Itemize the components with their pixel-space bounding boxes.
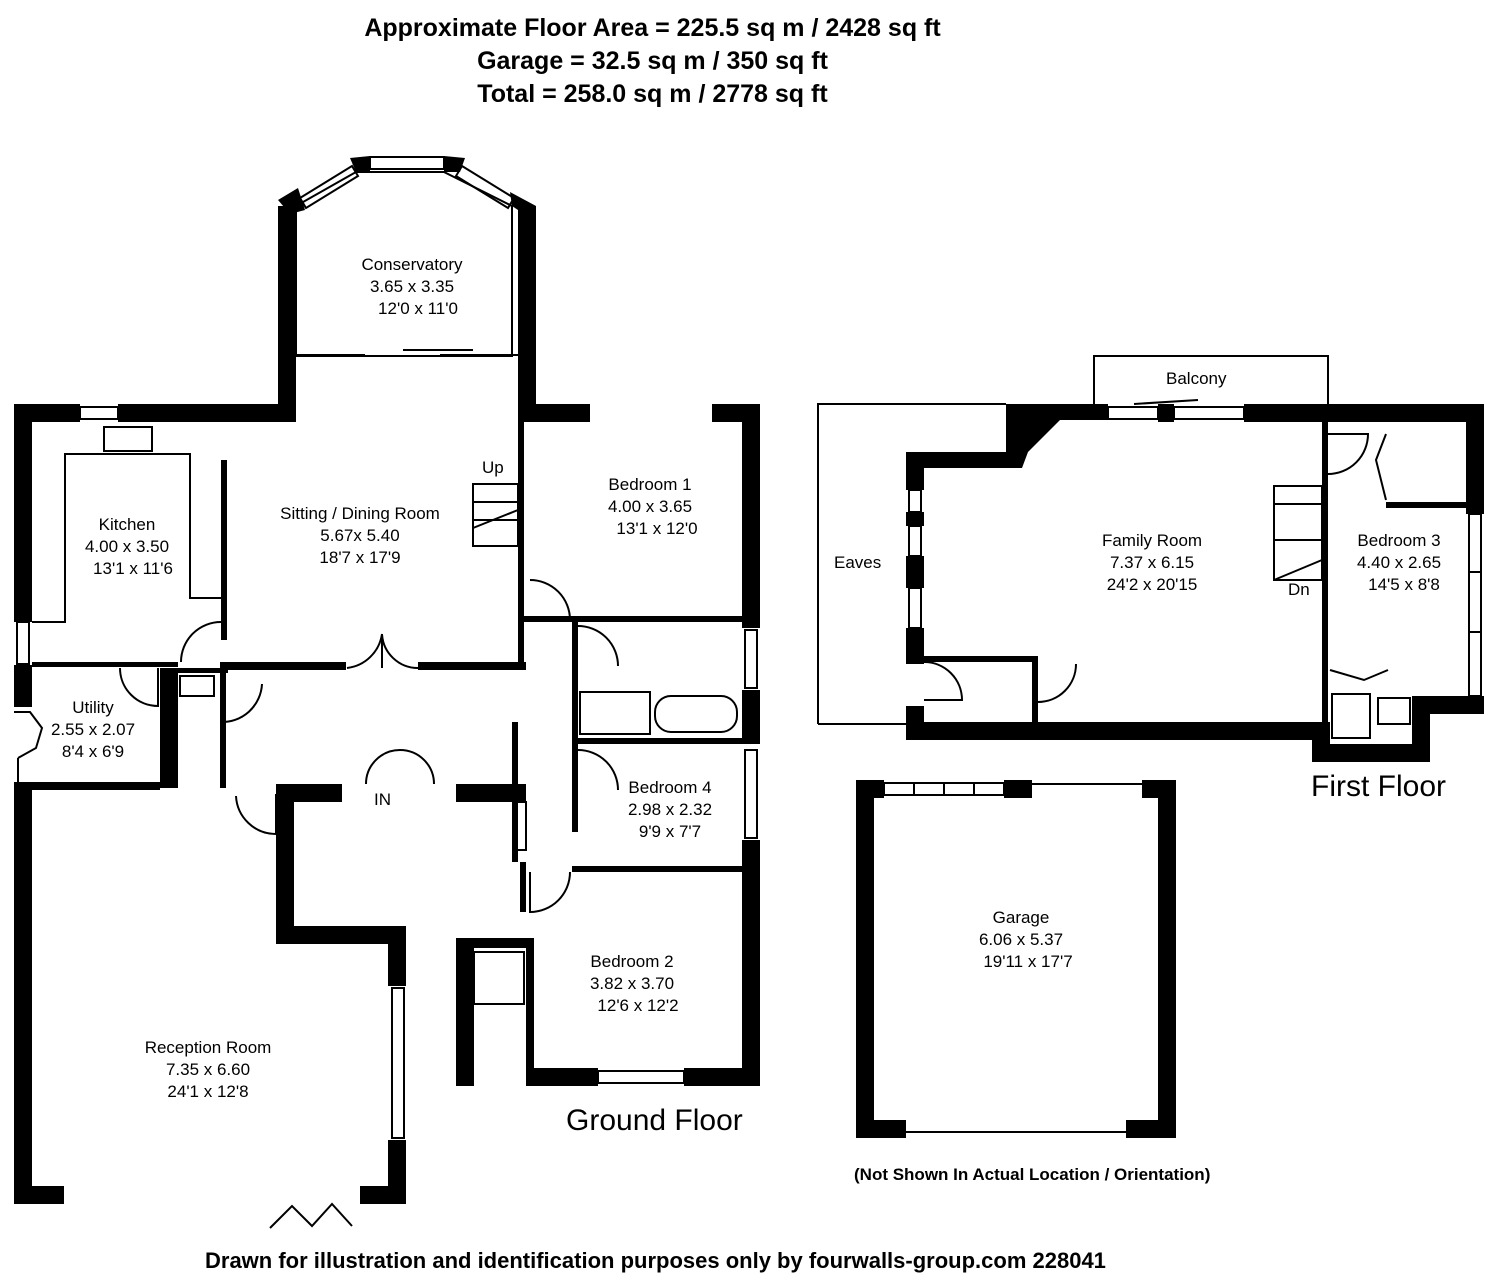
windows-ground <box>16 156 758 1139</box>
room-metric: 3.82 x 3.70 <box>589 974 675 993</box>
location-note: (Not Shown In Actual Location / Orientat… <box>854 1165 1211 1184</box>
room-bedroom-1: Bedroom 1 4.00 x 3.65 13'1 x 12'0 <box>580 474 720 540</box>
room-imperial: 13'1 x 11'6 <box>93 559 173 578</box>
room-imperial: 12'0 x 11'0 <box>378 299 458 318</box>
room-name: Bedroom 3 <box>1357 531 1441 550</box>
room-name: Bedroom 4 <box>628 778 712 797</box>
room-imperial: 24'1 x 12'8 <box>167 1082 249 1101</box>
room-imperial: 19'11 x 17'7 <box>983 952 1073 971</box>
room-name: Bedroom 2 <box>590 952 674 971</box>
room-metric: 4.00 x 3.50 <box>84 537 170 556</box>
room-garage: Garage 6.06 x 5.37 19'11 x 17'7 <box>946 907 1096 973</box>
room-bedroom-4: Bedroom 4 2.98 x 2.32 9'9 x 7'7 <box>600 777 740 843</box>
room-metric: 2.98 x 2.32 <box>627 800 713 819</box>
garage-drawing <box>856 780 1176 1138</box>
first-floor-outlines <box>817 355 1411 739</box>
entrance-label: IN <box>374 790 391 809</box>
total-area-line: Total = 258.0 sq m / 2778 sq ft <box>477 80 828 108</box>
ground-floor-walls <box>14 156 760 1204</box>
room-imperial: 24'2 x 20'15 <box>1106 575 1198 594</box>
room-family: Family Room 7.37 x 6.15 24'2 x 20'15 <box>1082 530 1222 596</box>
stair-up-label: Up <box>482 458 504 477</box>
room-name: Conservatory <box>361 255 463 274</box>
room-metric: 7.37 x 6.15 <box>1109 553 1195 572</box>
room-metric: 3.65 x 3.35 <box>369 277 455 296</box>
room-imperial: 13'1 x 12'0 <box>616 519 698 538</box>
ground-floor-title: Ground Floor <box>566 1104 743 1137</box>
room-name: Reception Room <box>144 1038 272 1057</box>
room-imperial: 18'7 x 17'9 <box>319 548 401 567</box>
room-metric: 7.35 x 6.60 <box>165 1060 251 1079</box>
ground-floor-outlines <box>14 171 738 1229</box>
room-sitting-dining: Sitting / Dining Room 5.67x 5.40 18'7 x … <box>254 503 466 569</box>
first-floor-walls <box>906 404 1484 762</box>
room-kitchen: Kitchen 4.00 x 3.50 13'1 x 11'6 <box>62 514 192 580</box>
room-imperial: 8'4 x 6'9 <box>61 742 125 761</box>
room-metric: 4.00 x 3.65 <box>607 497 693 516</box>
windows-first <box>908 406 1482 738</box>
room-name: Kitchen <box>98 515 156 534</box>
room-utility: Utility 2.55 x 2.07 8'4 x 6'9 <box>30 697 156 763</box>
room-imperial: 14'5 x 8'8 <box>1368 575 1440 594</box>
room-metric: 6.06 x 5.37 <box>978 930 1064 949</box>
room-imperial: 12'6 x 12'2 <box>597 996 679 1015</box>
floor-area-line: Approximate Floor Area = 225.5 sq m / 24… <box>364 14 941 42</box>
room-metric: 5.67x 5.40 <box>320 526 400 545</box>
room-metric: 2.55 x 2.07 <box>50 720 136 739</box>
room-name: Utility <box>72 698 114 717</box>
room-conservatory: Conservatory 3.65 x 3.35 12'0 x 11'0 <box>332 254 492 320</box>
stair-down-label: Dn <box>1288 580 1310 599</box>
footer-credit: Drawn for illustration and identificatio… <box>205 1248 1106 1273</box>
balcony-label: Balcony <box>1166 369 1227 388</box>
room-reception: Reception Room 7.35 x 6.60 24'1 x 12'8 <box>118 1037 298 1103</box>
first-floor-title: First Floor <box>1311 770 1446 803</box>
room-bedroom-2: Bedroom 2 3.82 x 3.70 12'6 x 12'2 <box>562 951 702 1017</box>
room-name: Garage <box>992 908 1050 927</box>
room-name: Sitting / Dining Room <box>280 504 440 523</box>
room-name: Family Room <box>1101 531 1203 550</box>
room-metric: 4.40 x 2.65 <box>1356 553 1442 572</box>
garage-area-line: Garage = 32.5 sq m / 350 sq ft <box>477 47 828 75</box>
eaves-label: Eaves <box>834 553 882 572</box>
room-bedroom-3: Bedroom 3 4.40 x 2.65 14'5 x 8'8 <box>1334 530 1464 596</box>
room-name: Bedroom 1 <box>608 475 692 494</box>
room-imperial: 9'9 x 7'7 <box>638 822 702 841</box>
